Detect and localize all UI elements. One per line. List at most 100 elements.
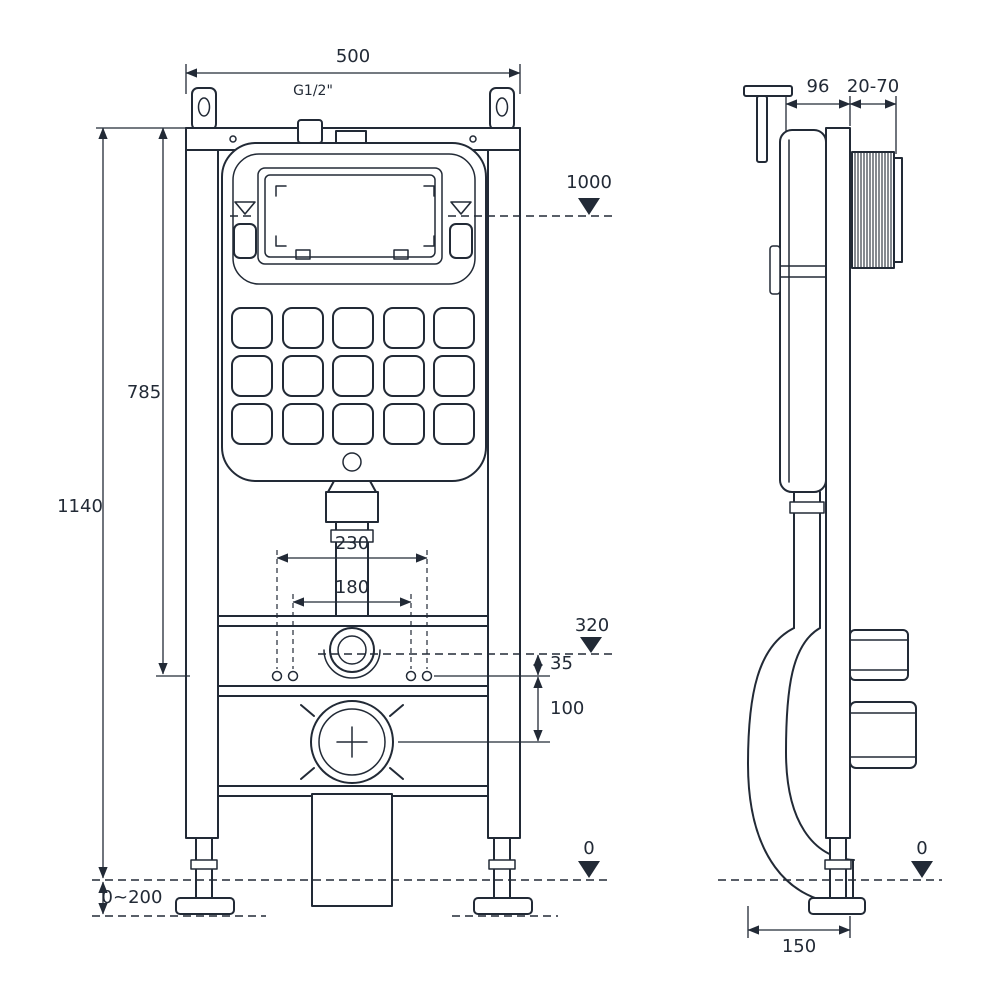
fixing-hole (421, 670, 433, 682)
foot-nut-left (190, 859, 218, 870)
grid-cell (282, 307, 324, 349)
pipe-coupling (330, 529, 374, 543)
foot-plate-side (808, 897, 866, 915)
drain-circle-inner (318, 708, 386, 776)
elbow-inner (785, 627, 855, 861)
access-window-inner (264, 174, 436, 258)
dim-100-label: 100 (550, 698, 584, 719)
grid-cell (282, 355, 324, 397)
bend-circle-outer (329, 627, 375, 673)
extension-lines-front (96, 64, 550, 743)
waste-connector-stub (849, 701, 917, 769)
cistern-notch (769, 245, 781, 295)
dim-150-label: 150 (782, 936, 816, 957)
vent-hole (342, 452, 362, 472)
bend-clamp (323, 649, 381, 679)
floor-zero-label-side: 0 (916, 838, 927, 859)
dim-785-label: 785 (127, 382, 161, 403)
feet-front (175, 837, 533, 915)
pipe-collar (325, 491, 379, 523)
funnel (327, 480, 377, 493)
elbow-outer (747, 627, 851, 905)
grid-cell (383, 307, 425, 349)
frame-side (808, 127, 866, 915)
foot-plate-right (473, 897, 533, 915)
side-clip-left (233, 223, 257, 259)
grid-cell (231, 355, 273, 397)
flush-connector-stub (849, 629, 909, 681)
mount-tab-right (489, 87, 515, 131)
rail-left (185, 127, 219, 839)
inlet-thread-label: G1/2" (293, 83, 333, 99)
fixing-hole (271, 670, 283, 682)
cistern-inner-outline (232, 153, 476, 285)
dim-320-label: 320 (575, 615, 609, 636)
cistern-profile (779, 129, 827, 493)
dim-230-label: 230 (335, 533, 369, 554)
screw (229, 135, 237, 143)
crossbar (217, 615, 489, 627)
flush-pipe-side (789, 491, 825, 629)
flush-level-label: 1000 (566, 172, 612, 193)
actuator-rod (756, 95, 768, 163)
grid-cell (231, 403, 273, 445)
insulation-grid (231, 307, 475, 445)
side-clip-right (449, 223, 473, 259)
drain-outlet-front (300, 700, 404, 907)
flush-actuator (743, 85, 793, 163)
dim-35-label: 35 (550, 653, 573, 674)
floor-zero-label-front: 0 (583, 838, 594, 859)
level-triangle-icon (578, 861, 600, 878)
water-level-icon (450, 201, 472, 215)
front-view: 500 G1/2" 1000 785 1140 230 180 320 35 1… (57, 46, 612, 917)
dim-96-label: 96 (807, 76, 830, 97)
extension-lines-side (747, 96, 897, 938)
dim-frame-width-label: 500 (336, 46, 370, 67)
foot-nut-right (488, 859, 516, 870)
window-clip (295, 249, 311, 260)
front-annotations: 500 G1/2" 1000 785 1140 230 180 320 35 1… (57, 46, 612, 917)
grid-cell (433, 355, 475, 397)
dim-1140-label: 1140 (57, 496, 103, 517)
mount-hole-right (495, 97, 509, 117)
thread-hatching (854, 152, 892, 268)
wall-bracket (851, 151, 903, 269)
water-level-icon (234, 201, 256, 215)
side-annotations: 96 20-70 0 150 (718, 76, 942, 957)
cistern-seams (779, 265, 827, 278)
grid-cell (282, 403, 324, 445)
valve-cap (335, 130, 367, 144)
grid-cell (383, 403, 425, 445)
grid-cell (383, 355, 425, 397)
level-triangle-icon (578, 198, 600, 215)
side-view: 96 20-70 0 150 (718, 76, 942, 957)
drain-duct-box (311, 793, 393, 907)
bend-circle-inner (337, 635, 367, 665)
foot-adjust-label: 0~200 (102, 887, 163, 908)
inlet-fitting (297, 119, 323, 144)
crossbars (217, 615, 489, 797)
mount-tab-left (191, 87, 217, 131)
window-clip (393, 249, 409, 260)
connection-stubs (849, 629, 917, 769)
wall-plate (893, 157, 903, 263)
foot-nut-side (824, 859, 852, 870)
flush-pipe-front (325, 480, 379, 621)
actuator-arm (743, 85, 793, 97)
grid-cell (332, 307, 374, 349)
foot-plate-left (175, 897, 235, 915)
outlet-bend-front (271, 627, 433, 682)
grid-cell (433, 403, 475, 445)
grid-cell (231, 307, 273, 349)
cistern-front (221, 119, 487, 482)
level-lines-front (92, 215, 612, 917)
level-triangle-icon (580, 637, 602, 653)
cistern-side (769, 129, 827, 493)
rail-side (825, 127, 851, 839)
fixing-hole (405, 670, 417, 682)
access-window-outer (257, 167, 443, 265)
drain-center-cross (336, 726, 368, 758)
screw (469, 135, 477, 143)
level-triangle-icon (911, 861, 933, 878)
